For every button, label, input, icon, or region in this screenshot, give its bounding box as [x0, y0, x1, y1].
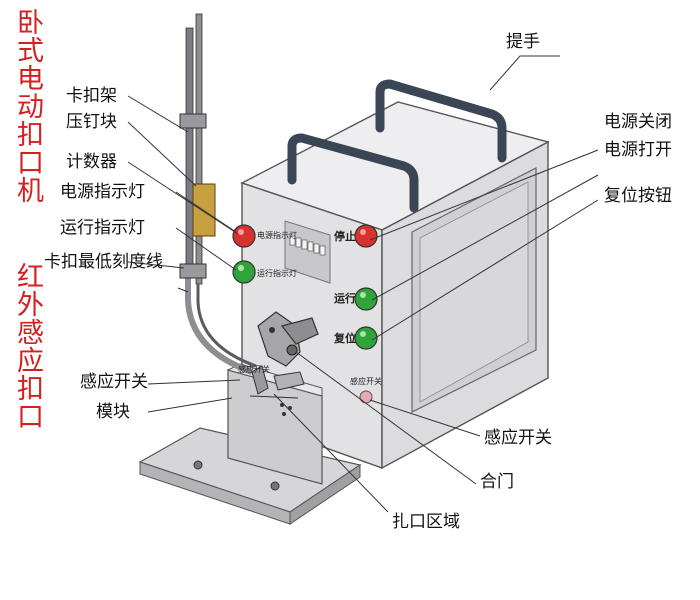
sub-title: 红外感应扣口 — [12, 262, 43, 430]
label-sensor-switch-left: 感应开关 — [80, 372, 148, 392]
base-screw — [193, 460, 203, 470]
reset-button — [354, 326, 378, 350]
panel-run-light-text: 运行指示灯 — [257, 269, 297, 278]
counter-digits — [289, 235, 326, 256]
buckle-rack — [179, 13, 257, 375]
handle-back — [375, 79, 507, 163]
label-rack: 卡扣架 — [66, 86, 117, 106]
label-power-on: 电源打开 — [604, 140, 672, 160]
rack-clamp-bottom — [179, 263, 207, 279]
gate-mechanism — [249, 311, 319, 399]
panel-sensor-text: 感应开关 — [350, 377, 382, 386]
panel-reset-text: 复位 — [334, 332, 356, 345]
label-run-indicator: 运行指示灯 — [60, 218, 145, 238]
main-title: 卧式电动扣口机 — [12, 8, 43, 204]
panel-run-text: 运行 — [334, 292, 356, 305]
label-binding-area: 扎口区域 — [392, 512, 460, 532]
label-power-off: 电源关闭 — [604, 112, 672, 132]
label-min-scale-line: 卡扣最低刻度线 — [44, 252, 163, 272]
label-gate: 合门 — [480, 472, 514, 492]
run-indicator-light — [232, 260, 256, 284]
label-power-indicator: 电源指示灯 — [60, 182, 145, 202]
counter-block — [192, 183, 216, 237]
power-indicator-light — [232, 224, 256, 248]
rack-clamp-top — [179, 113, 207, 129]
counter-window — [284, 220, 331, 284]
module-sensor-text: 感应开关 — [238, 365, 270, 374]
label-reset-button: 复位按钮 — [604, 186, 672, 206]
panel-power-light-text: 电源指示灯 — [257, 231, 297, 240]
label-sensor-switch-right: 感应开关 — [484, 428, 552, 448]
leader-lines — [127, 55, 599, 513]
label-counter: 计数器 — [66, 152, 117, 172]
handle-front — [287, 133, 419, 213]
stop-button — [354, 224, 378, 248]
label-press-block: 压钉块 — [66, 112, 117, 132]
label-handle: 提手 — [506, 32, 540, 52]
panel-stop-text: 停止 — [334, 230, 356, 243]
sensor-switch-indicator — [359, 390, 373, 404]
label-module: 模块 — [96, 402, 130, 422]
